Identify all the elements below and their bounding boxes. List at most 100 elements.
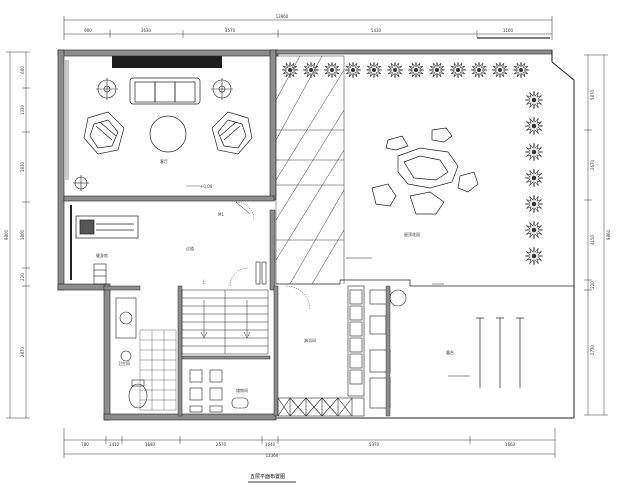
staircase: [181, 289, 269, 355]
room-hall-label: 过道: [186, 245, 194, 251]
plant-center: [531, 253, 537, 259]
dim-top-seg-1: 900: [84, 28, 92, 33]
room-shower-label: 淋浴间: [304, 337, 316, 343]
utility-fixtures: [369, 289, 407, 409]
dimension-right: [584, 54, 608, 416]
planter-row-right: [524, 90, 544, 266]
interior-walls: [103, 209, 279, 417]
plant-center: [393, 68, 397, 72]
armchair-left: [83, 111, 125, 155]
dim-bottom-seg-2: 1410: [109, 442, 120, 447]
room-living-label: 客厅: [160, 158, 168, 164]
sofa: [129, 77, 201, 105]
dimension-top: [63, 16, 553, 40]
dim-bottom-seg-3: 1680: [145, 442, 156, 447]
glass-roof-diagonals: [275, 55, 345, 285]
dim-left-seg-4: 1800: [20, 229, 25, 240]
plant-center: [414, 68, 418, 72]
plant-icon: [449, 61, 467, 79]
plant-center: [531, 227, 537, 233]
plant-icon: [524, 194, 544, 214]
plant-icon: [365, 61, 383, 79]
dim-left-seg-3: 1830: [20, 161, 25, 172]
plant-center: [531, 201, 537, 207]
plant-icon: [470, 61, 488, 79]
dim-bottom-seg-1: 780: [81, 442, 89, 447]
cabinet-column: [347, 285, 365, 397]
dim-right-total: 9860: [606, 229, 611, 240]
plant-icon: [407, 61, 425, 79]
dimension-left: [6, 51, 30, 419]
plant-center: [351, 68, 355, 72]
terrace-rails: [476, 317, 524, 388]
dim-bottom-seg-5: 1640: [265, 442, 276, 447]
room-gym-label: 健身房: [96, 252, 108, 258]
rockery: [371, 127, 479, 215]
room-closet-label: 储物间: [236, 387, 248, 393]
dim-left-total: 9800: [4, 229, 9, 240]
room-roof-garden-label: 屋顶花园: [404, 231, 420, 237]
dim-left-seg-1: 600: [20, 66, 25, 74]
door-arc-c: [285, 285, 311, 311]
dim-right-seg-4: 220: [590, 281, 595, 289]
utility-wall: [385, 285, 391, 417]
treadmill: [75, 215, 139, 239]
plant-icon: [428, 61, 446, 79]
plant-center: [477, 68, 481, 72]
dumbbell-rack: [93, 263, 107, 285]
plant-icon: [524, 220, 544, 240]
dim-bottom-seg-7: 1660: [505, 442, 516, 447]
lamp-left: [96, 78, 118, 100]
dim-top-seg-5: 1160: [503, 28, 514, 33]
window-band: [112, 56, 222, 68]
door-arc-a: [235, 201, 255, 221]
stair-up-label: 上: [202, 278, 206, 284]
door-arc-b: [229, 267, 249, 287]
dim-bottom-seg-4: 2570: [216, 442, 227, 447]
dimension-bottom: [63, 428, 556, 458]
plant-center: [330, 68, 334, 72]
lamp-right: [211, 78, 233, 100]
dim-left-seg-2: 1330: [20, 104, 25, 115]
dim-right-seg-1: 5870: [590, 89, 595, 100]
plant-center: [498, 68, 502, 72]
dim-right-seg-5: 2730: [590, 344, 595, 355]
plant-icon: [281, 61, 299, 79]
exterior-walls: [57, 49, 553, 421]
plant-icon: [491, 61, 509, 79]
door-swing-a: [235, 201, 251, 215]
armchair-right: [211, 111, 253, 155]
plant-center: [531, 149, 537, 155]
plant-icon: [344, 61, 362, 79]
plant-icon: [524, 246, 544, 266]
plant-icon: [323, 61, 341, 79]
drawing-title: 五层平面布置图: [250, 473, 285, 480]
dim-right-seg-2: 2670: [590, 159, 595, 170]
door-label-a: M1: [218, 212, 224, 217]
dim-right-seg-3: 4150: [590, 234, 595, 245]
dim-top-total: 13960: [276, 14, 289, 19]
closet-shelves: [189, 369, 249, 413]
plant-center: [288, 68, 292, 72]
dim-top-seg-3: 3570: [225, 28, 236, 33]
plant-center: [531, 97, 537, 103]
bathroom-fixtures: [115, 297, 148, 409]
round-table: [149, 115, 187, 153]
room-bath-label: 卫生间: [118, 360, 130, 366]
dim-left-seg-5: 220: [20, 273, 25, 281]
gym-window: [70, 205, 72, 280]
dim-top-seg-4: 5430: [371, 28, 382, 33]
plant-icon: [524, 168, 544, 188]
plant-icon: [386, 61, 404, 79]
living-left-window: [65, 60, 69, 180]
plant-center: [435, 68, 439, 72]
room-terrace-label: 露台: [446, 349, 454, 355]
storage-crates: [277, 397, 365, 417]
plant-center: [519, 68, 523, 72]
hall-doors: [255, 261, 267, 285]
plant-icon: [524, 142, 544, 162]
plant-icon: [524, 116, 544, 136]
terrace-edge: [276, 279, 574, 287]
right-boundary: [551, 50, 575, 418]
